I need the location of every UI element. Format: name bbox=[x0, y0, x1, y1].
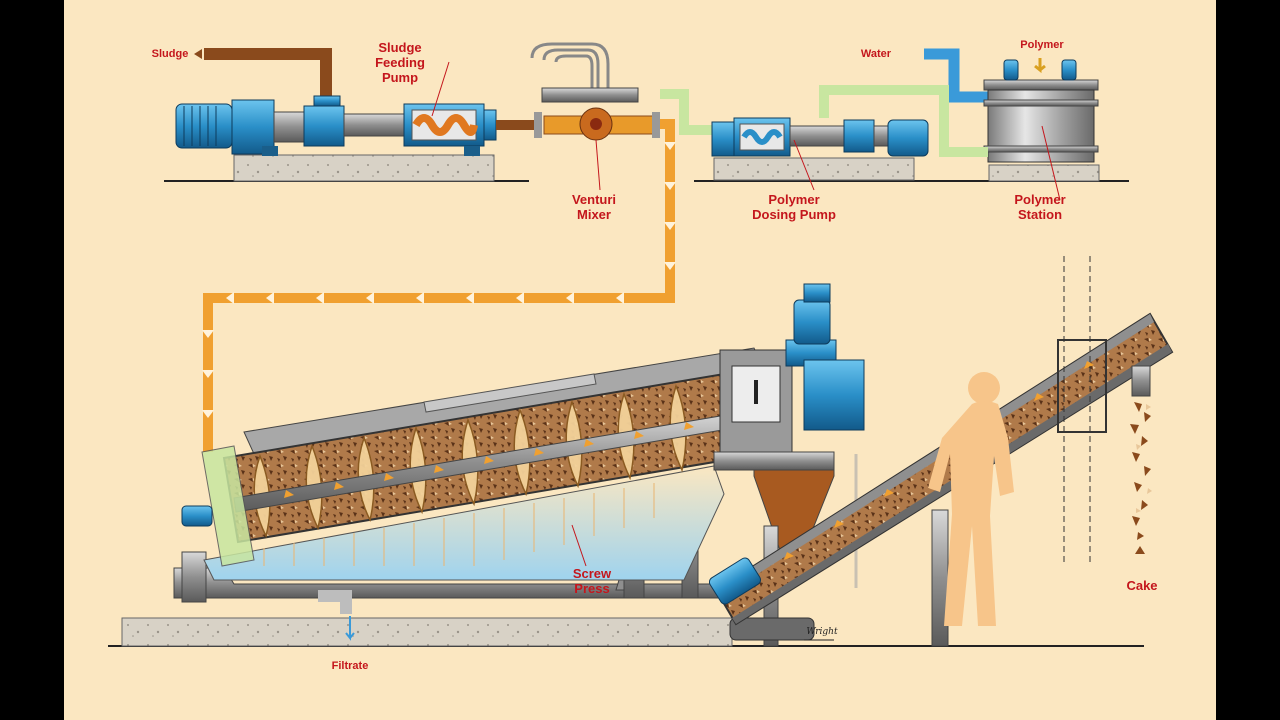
motor-icon bbox=[708, 557, 762, 605]
water-inlet-pipe bbox=[924, 48, 988, 103]
sludge-feeding-pump bbox=[175, 61, 497, 182]
sludge-inlet-pipe bbox=[194, 48, 332, 100]
operator-silhouette-icon bbox=[928, 372, 1014, 626]
label-water: Water bbox=[860, 48, 892, 60]
process-diagram: Sludge Sludge Feeding Pump Venturi Mixer… bbox=[64, 0, 1216, 720]
motor-icon bbox=[793, 299, 831, 345]
motor-icon bbox=[887, 119, 929, 157]
sludge-pipe-to-mixer bbox=[496, 120, 536, 130]
label-filtrate: Filtrate bbox=[331, 660, 369, 672]
polymer-dosing-pump bbox=[711, 117, 929, 191]
polymer-station bbox=[983, 58, 1100, 201]
label-polymer: Polymer bbox=[1020, 39, 1064, 51]
label-cake: Cake bbox=[1126, 578, 1158, 593]
venturi-mixer bbox=[530, 42, 660, 191]
label-screw-press: Screw Press bbox=[572, 566, 612, 596]
polymer-pipe bbox=[660, 85, 988, 157]
diagram-artwork bbox=[108, 42, 1174, 647]
label-sludge: Sludge bbox=[151, 48, 189, 60]
label-venturi-mixer: Venturi Mixer bbox=[571, 192, 617, 222]
artist-signature: Wright bbox=[806, 627, 838, 637]
conditioned-sludge-pipe bbox=[202, 119, 676, 452]
label-sludge-feeding-pump: Sludge Feeding Pump bbox=[375, 40, 425, 85]
label-polymer-station: Polymer Station bbox=[1014, 192, 1066, 222]
screw-press bbox=[121, 283, 865, 647]
label-polymer-dosing-pump: Polymer Dosing Pump bbox=[752, 192, 836, 222]
